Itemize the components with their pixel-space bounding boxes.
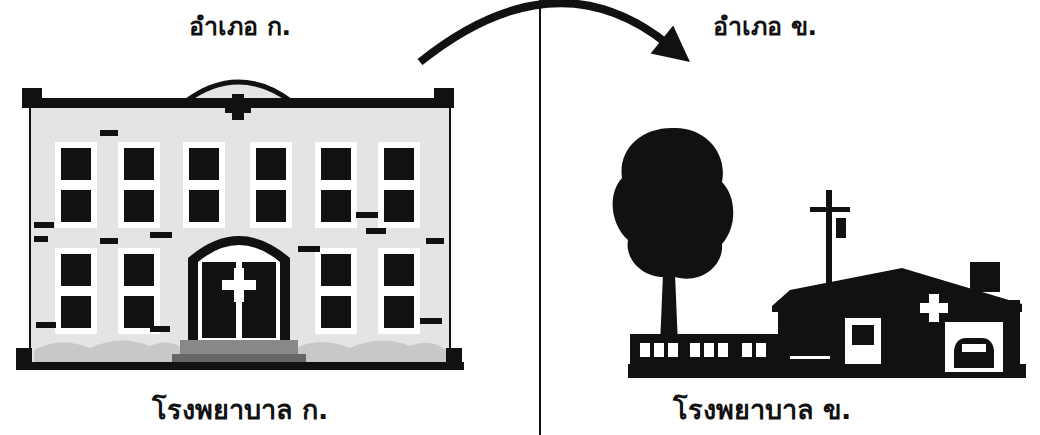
district-heading: อำเภอ ข. bbox=[713, 12, 817, 42]
hospital-node: อำเภอ ก.โรงพยาบาล ก. bbox=[15, 62, 462, 378]
district-heading: อำเภอ ก. bbox=[189, 12, 291, 42]
arrow-head bbox=[651, 25, 690, 62]
curved-arrow bbox=[420, 3, 690, 62]
hospital-building bbox=[16, 82, 464, 370]
hospital-node: อำเภอ ข.โรงพยาบาล ข. bbox=[615, 62, 1025, 378]
clinic-scene bbox=[613, 128, 1026, 378]
hospital-caption: โรงพยาบาล ก. bbox=[152, 394, 329, 426]
divider-line bbox=[539, 0, 541, 435]
arrow-line bbox=[420, 3, 668, 62]
hospital-caption: โรงพยาบาล ข. bbox=[673, 394, 852, 426]
